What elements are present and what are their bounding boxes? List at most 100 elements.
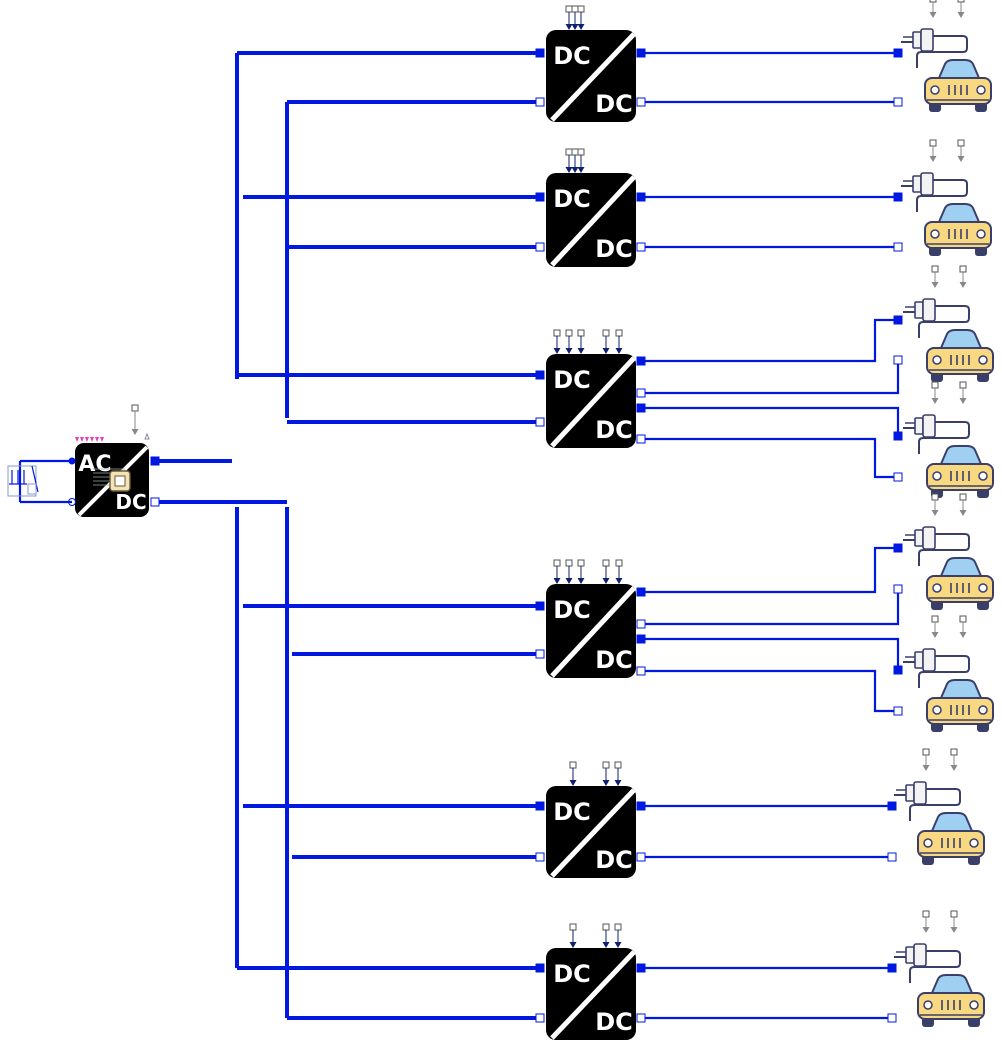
vehicle-port-negative[interactable]	[893, 355, 903, 365]
vehicle-port-negative[interactable]	[893, 584, 903, 594]
port-output-positive[interactable]	[636, 587, 646, 597]
vehicle-port-negative[interactable]	[893, 242, 903, 252]
signal-pin[interactable]	[929, 139, 937, 162]
signal-pin[interactable]	[959, 265, 967, 288]
vehicle-port-negative[interactable]	[887, 852, 897, 862]
port-output-positive[interactable]	[636, 48, 646, 58]
port-output-negative[interactable]	[636, 852, 646, 862]
signal-pin[interactable]	[602, 559, 610, 584]
signal-pin[interactable]	[602, 923, 610, 948]
signal-pin[interactable]	[577, 329, 585, 354]
signal-pin[interactable]	[950, 910, 958, 933]
signal-pin[interactable]	[565, 148, 573, 173]
signal-pin[interactable]	[931, 381, 939, 404]
vehicle-port-positive[interactable]	[893, 665, 903, 675]
vehicle-5[interactable]	[894, 910, 985, 1027]
port-output-negative[interactable]	[636, 619, 646, 629]
port-input-positive[interactable]	[535, 963, 545, 973]
signal-pin[interactable]	[565, 559, 573, 584]
vehicle-0[interactable]	[901, 0, 992, 112]
port-input-negative[interactable]	[535, 649, 545, 659]
signal-pin[interactable]	[959, 615, 967, 638]
port-input-positive[interactable]	[535, 192, 545, 202]
vehicle-port-negative[interactable]	[887, 1013, 897, 1023]
signal-pin[interactable]	[565, 5, 573, 30]
signal-pin[interactable]	[553, 329, 561, 354]
signal-pin[interactable]	[577, 5, 585, 30]
port-output-negative[interactable]	[636, 1013, 646, 1023]
vehicle-port-negative[interactable]	[893, 472, 903, 482]
signal-pin[interactable]	[565, 329, 573, 354]
signal-pin[interactable]	[957, 0, 965, 18]
signal-pin[interactable]	[615, 559, 623, 584]
port-output-positive[interactable]	[636, 963, 646, 973]
port-output-negative[interactable]	[636, 666, 646, 676]
signal-pin[interactable]	[929, 0, 937, 18]
signal-pin[interactable]	[922, 910, 930, 933]
vehicle-port-positive[interactable]	[893, 192, 903, 202]
signal-pin[interactable]	[614, 923, 622, 948]
vehicle-port-positive[interactable]	[893, 48, 903, 58]
port-output-positive[interactable]	[636, 634, 646, 644]
signal-pin[interactable]	[959, 493, 967, 516]
vehicle-port-positive[interactable]	[887, 963, 897, 973]
signal-pin[interactable]	[569, 761, 577, 786]
signal-pin[interactable]	[931, 493, 939, 516]
port-output-positive[interactable]	[636, 356, 646, 366]
signal-pin[interactable]	[950, 748, 958, 771]
signal-pin[interactable]	[602, 761, 610, 786]
port-input-negative[interactable]	[535, 1013, 545, 1023]
port-output-negative[interactable]	[636, 388, 646, 398]
vehicle-port-negative[interactable]	[893, 706, 903, 716]
port-input-negative[interactable]	[535, 852, 545, 862]
signal-pin[interactable]	[615, 329, 623, 354]
vehicle-d0b[interactable]	[903, 381, 994, 498]
signal-pin[interactable]	[577, 559, 585, 584]
port-input-negative[interactable]	[535, 97, 545, 107]
signal-pin[interactable]	[602, 329, 610, 354]
vehicle-port-positive[interactable]	[887, 801, 897, 811]
vehicle-port-positive[interactable]	[893, 315, 903, 325]
signal-pin[interactable]	[571, 148, 579, 173]
vehicle-d1b[interactable]	[903, 615, 994, 732]
signal-pin[interactable]	[614, 761, 622, 786]
port-input-positive[interactable]	[535, 801, 545, 811]
signal-pin[interactable]	[931, 265, 939, 288]
vehicle-port-positive[interactable]	[893, 431, 903, 441]
signal-pin[interactable]	[577, 148, 585, 173]
port-input-positive[interactable]	[535, 48, 545, 58]
port-output-negative[interactable]	[636, 97, 646, 107]
vehicle-port-positive[interactable]	[893, 543, 903, 553]
port-output-negative[interactable]	[636, 242, 646, 252]
vehicle-1[interactable]	[901, 139, 992, 256]
signal-pin[interactable]	[571, 5, 579, 30]
rectifier-port-positive[interactable]	[150, 456, 160, 466]
signal-pin[interactable]	[959, 381, 967, 404]
port-input-negative[interactable]	[535, 417, 545, 427]
rectifier-port-negative[interactable]	[150, 497, 160, 507]
signal-pin[interactable]	[931, 615, 939, 638]
vehicle-d0a[interactable]	[903, 265, 994, 382]
signal-pin[interactable]	[569, 923, 577, 948]
port-input-positive[interactable]	[535, 601, 545, 611]
port-input-negative[interactable]	[535, 242, 545, 252]
vehicle-4[interactable]	[894, 748, 985, 865]
port-output-positive[interactable]	[636, 403, 646, 413]
port-input-positive[interactable]	[535, 370, 545, 380]
port-output-positive[interactable]	[636, 801, 646, 811]
vehicle-port-negative[interactable]	[893, 97, 903, 107]
port-output-negative[interactable]	[636, 434, 646, 444]
signal-pin[interactable]	[131, 404, 139, 435]
signal-pin[interactable]	[922, 748, 930, 771]
signal-pin[interactable]	[553, 559, 561, 584]
port-output-positive[interactable]	[636, 192, 646, 202]
vehicle-d1a[interactable]	[903, 493, 994, 610]
signal-pin[interactable]	[957, 139, 965, 162]
